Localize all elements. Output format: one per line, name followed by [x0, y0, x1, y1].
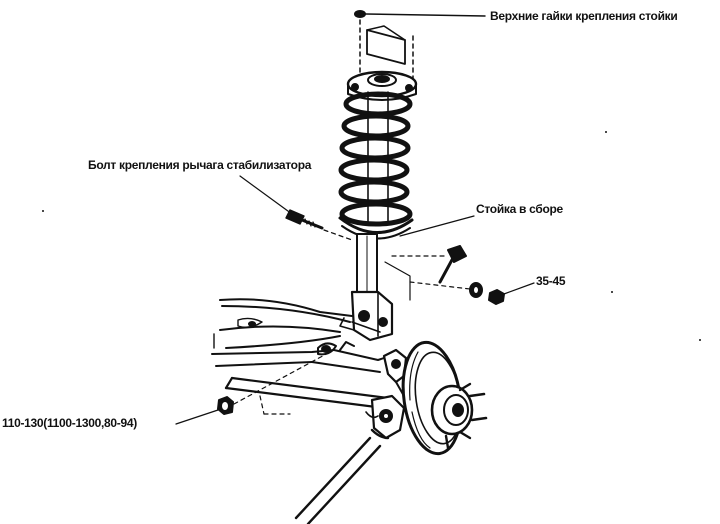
- wheel-hub: [430, 382, 488, 450]
- leader-line-35-45: [503, 282, 535, 295]
- label-strut-assembly: Стойка в сборе: [476, 202, 563, 216]
- scan-specks: [42, 131, 701, 341]
- strut-lower-bolt-icon: [438, 245, 467, 284]
- stabilizer-link-bolt-icon: [285, 209, 324, 230]
- top-nut-icon: [354, 10, 366, 18]
- bracket-guide: [384, 261, 411, 301]
- nut-axis: [409, 281, 471, 290]
- body-subframe: [213, 298, 381, 349]
- mount-stud-lines: [359, 19, 414, 81]
- label-torque-upper: 35-45: [536, 274, 566, 288]
- trailing-arm: [224, 376, 390, 410]
- washer-icon: [469, 282, 483, 298]
- label-top-nuts: Верхние гайки крепления стойки: [490, 9, 678, 23]
- strut-tube: [356, 233, 378, 295]
- nut-35-45-icon: [488, 289, 505, 305]
- wheel-stud-icon: [468, 392, 486, 398]
- leader-line-stabilizer-bolt: [239, 175, 293, 215]
- lateral-rod: [294, 428, 390, 524]
- assembly-guides: [233, 351, 331, 415]
- steering-knuckle: [365, 348, 408, 440]
- label-torque-lower: 110-130(1100-1300,80-94): [2, 416, 137, 430]
- leader-line-110-130: [175, 409, 219, 425]
- leader-line-strut-assembly: [399, 215, 475, 237]
- strut-upper-cylinder: [367, 91, 389, 223]
- strut-lower-bracket: [339, 290, 394, 342]
- leader-line-top-nuts: [365, 13, 486, 17]
- nut-110-130-icon: [217, 396, 234, 415]
- label-stabilizer-bolt: Болт крепления рычага стабилизатора: [88, 158, 312, 172]
- upper-mount-block: [366, 25, 406, 65]
- coil-spring: [338, 91, 413, 227]
- stabilizer-bolt-axis: [323, 229, 353, 241]
